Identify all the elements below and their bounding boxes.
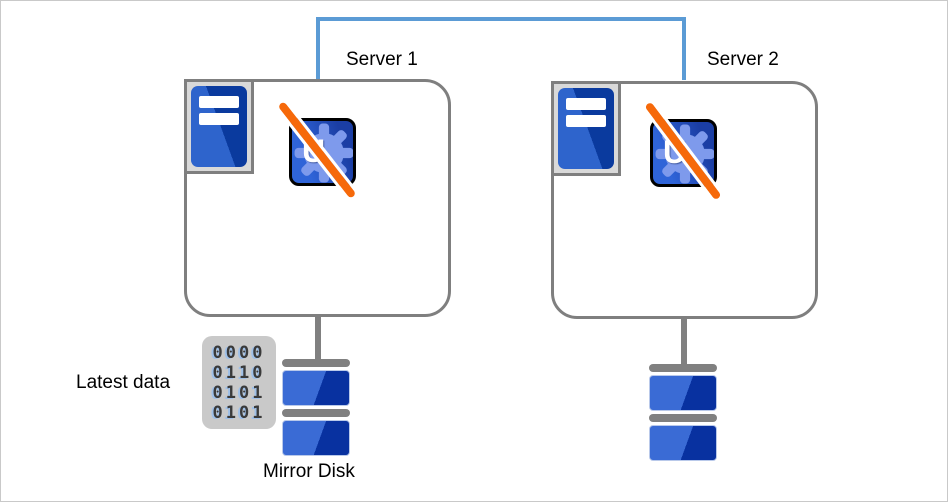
binary-row: 0101 [212, 383, 266, 403]
latest-data-binary-icon: 0000 0110 0101 0101 [202, 336, 276, 429]
mirror-disk-icon-server2 [649, 364, 717, 461]
server1-label: Server 1 [346, 49, 418, 70]
disk-unit [282, 370, 350, 406]
mirror-disk-label: Mirror Disk [263, 461, 355, 482]
disk-platter-bar [649, 364, 717, 372]
disk-platter-bar [282, 359, 350, 367]
interconnect-line [316, 17, 686, 80]
server2-label: Server 2 [707, 49, 779, 70]
disk-connector-line [315, 315, 321, 361]
binary-row: 0110 [212, 363, 266, 383]
binary-row: 0101 [212, 403, 266, 423]
binary-row: 0000 [212, 343, 266, 363]
latest-data-label: Latest data [76, 372, 171, 393]
disk-connector-line [681, 318, 687, 365]
server1-tower-icon [184, 79, 254, 174]
tower-slot [566, 98, 606, 110]
disk-platter-bar [649, 414, 717, 422]
disk-unit [649, 375, 717, 411]
disk-unit [649, 425, 717, 461]
tower-slot [199, 96, 239, 108]
tower-slot [199, 113, 239, 125]
server2-tower-icon [551, 81, 621, 176]
tower-server-icon [191, 86, 247, 167]
mirror-disk-icon-server1 [282, 359, 350, 456]
tower-server-icon [558, 88, 614, 169]
tower-slot [566, 115, 606, 127]
disk-platter-bar [282, 409, 350, 417]
disk-unit [282, 420, 350, 456]
